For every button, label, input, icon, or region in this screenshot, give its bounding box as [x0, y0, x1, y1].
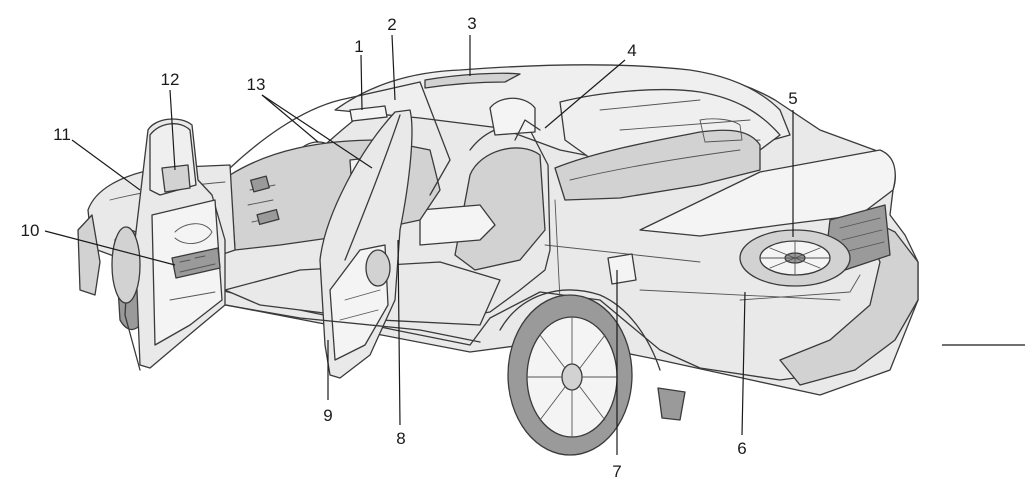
callout-6: 6: [737, 439, 746, 458]
callout-7: 7: [612, 462, 621, 481]
rear-view-mirror: [349, 105, 388, 122]
seat-cushion: [419, 204, 496, 246]
leader-line-1: [360, 54, 363, 111]
callout-11: 11: [53, 125, 71, 144]
leader-line-11: [71, 139, 141, 191]
dash-vent-right: [256, 208, 280, 226]
leader-line-13b: [261, 94, 373, 169]
front-left-door: [111, 118, 226, 371]
door-sill: [224, 304, 481, 343]
callout-5: 5: [788, 89, 797, 108]
leader-line-6: [741, 291, 746, 436]
fuel-filler-door: [607, 253, 637, 285]
callout-13: 13: [247, 75, 266, 94]
callout-12: 12: [161, 70, 180, 89]
callout-2: 2: [387, 15, 396, 34]
leader-line-2: [391, 34, 396, 101]
callout-numbers: 1 2 3 4 5 6 7 8 9 10 11 12 13: [21, 14, 798, 481]
callout-3: 3: [467, 14, 476, 33]
callout-1: 1: [354, 37, 363, 56]
spare-tire: [739, 229, 851, 287]
trunk-cavity: [739, 274, 861, 301]
leader-line-12: [169, 89, 176, 171]
car-trunk-lid: [639, 149, 896, 237]
front-bumper: [77, 214, 101, 296]
headrest: [489, 97, 536, 136]
callout-4: 4: [627, 41, 636, 60]
mud-flap: [657, 387, 686, 421]
car-illustration: [77, 64, 919, 456]
power-window-switch: [171, 247, 221, 279]
dash-vent-left: [250, 175, 270, 193]
callout-8: 8: [396, 429, 405, 448]
leader-line-13a: [261, 94, 319, 143]
front-right-door: [319, 109, 413, 379]
rear-wheel: [507, 294, 633, 456]
leader-lines: [44, 34, 1025, 455]
windshield: [229, 81, 421, 169]
leader-line-10: [44, 230, 176, 266]
sunroof: [424, 72, 521, 89]
leader-line-8: [397, 239, 401, 426]
callout-10: 10: [21, 221, 40, 240]
rear-seat: [554, 129, 761, 201]
leader-line-4: [544, 59, 626, 129]
callout-9: 9: [323, 406, 332, 425]
side-mirror: [161, 164, 191, 193]
